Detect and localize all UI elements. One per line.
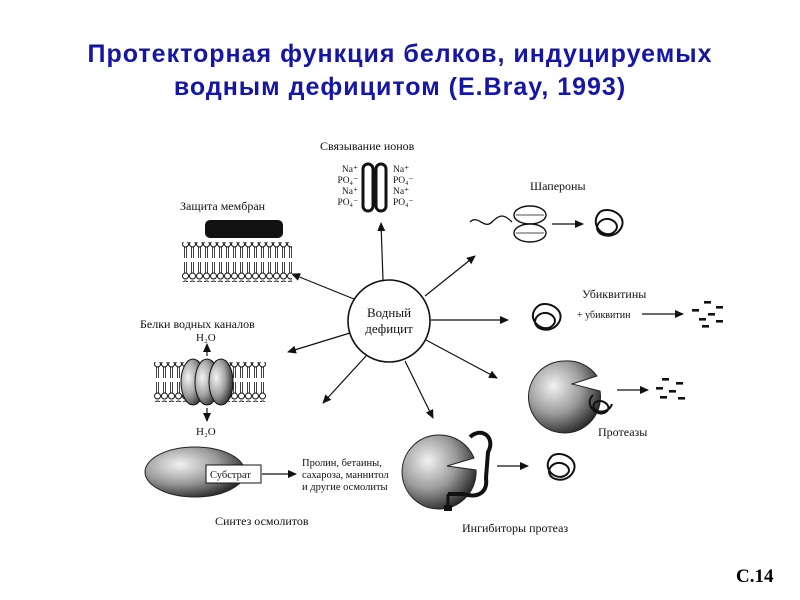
protease-fragments-icon — [656, 378, 685, 400]
protease-inhibitors-module: Ингибиторы протеаз — [401, 430, 576, 535]
ion-left-1: Na⁺ — [342, 165, 358, 175]
arrow-to-membrane-protection — [291, 273, 355, 300]
chaperones-label: Шапероны — [530, 179, 586, 193]
osmolyte-synthesis-label: Синтез осмолитов — [215, 514, 309, 528]
substrate-label: Субстрат — [210, 470, 251, 481]
arrow-to-protease-inhibitors — [404, 360, 434, 419]
water-channels-label: Белки водных каналов — [140, 317, 255, 331]
protease-enzyme-icon — [528, 360, 601, 434]
chaperones-module: Шапероны — [469, 179, 624, 243]
protective-protein-icon — [205, 220, 283, 238]
ubiquitins-module: Убиквитины + убиквитин — [531, 287, 723, 331]
protease-inhibitors-label: Ингибиторы протеаз — [462, 521, 568, 535]
water-deficit-node: Водный дефицит — [347, 279, 431, 363]
unfolded-chain-icon — [469, 215, 513, 225]
lipid-bilayer-icon — [182, 242, 292, 282]
membrane-protection-module: Защита мембран — [180, 199, 292, 282]
osmolytes-line1: Пролин, бетаины, — [302, 458, 382, 469]
title-line-1: Протекторная функция белков, индуцируемы… — [87, 40, 713, 68]
radial-arrows — [287, 222, 509, 419]
proteases-label: Протеазы — [598, 425, 647, 439]
h2o-bottom-label: H₂O — [196, 426, 216, 438]
membrane-protection-label: Защита мембран — [180, 199, 266, 213]
arrow-to-proteases — [425, 339, 498, 379]
arrow-to-water-channels — [287, 332, 351, 354]
ion-binding-label: Связывание ионов — [320, 139, 415, 153]
ion-right-1: Na⁺ — [393, 165, 409, 175]
ion-right-2: PO₄⁻ — [393, 176, 413, 186]
substrate-box — [205, 464, 262, 484]
center-label-line2: дефицит — [365, 321, 413, 336]
center-label-line1: Водный — [367, 305, 411, 320]
folded-protein-icon — [594, 208, 624, 237]
slide-title: Протекторная функция белков, индуцируемы… — [0, 38, 800, 104]
ion-right-3: Na⁺ — [393, 187, 409, 197]
page-number: С.14 — [736, 566, 774, 587]
osmolytes-line2: сахароза, маннитол — [302, 470, 389, 481]
osmolytes-line3: и другие осмолиты — [302, 482, 388, 493]
arrow-to-ion-binding — [377, 222, 386, 281]
ion-left-3: Na⁺ — [342, 187, 358, 197]
arrow-to-osmolyte-synthesis — [322, 355, 367, 404]
inhibitor-clamp-icon — [448, 430, 493, 498]
substrate-protein-icon — [588, 394, 613, 415]
damaged-protein-icon — [531, 302, 562, 331]
plus-ubiquitin-label: + убиквитин — [577, 310, 631, 321]
water-channels-module: Белки водных каналов H₂O H₂O — [140, 317, 266, 438]
protected-protein-icon — [546, 452, 576, 481]
peptide-fragments-icon — [692, 301, 723, 328]
h2o-top-label: H₂O — [196, 332, 216, 344]
ion-left-2: PO₄⁻ — [338, 176, 358, 186]
title-line-2: водным дефицитом (E.Bray, 1993) — [173, 73, 627, 101]
ion-right-4: PO₄⁻ — [393, 198, 413, 208]
ion-left-4: PO₄⁻ — [338, 198, 358, 208]
proteases-module: Протеазы — [528, 360, 685, 439]
ubiquitins-label: Убиквитины — [582, 287, 646, 301]
arrow-to-chaperones — [424, 255, 476, 297]
aquaporin-right-icon — [208, 358, 234, 406]
inhibited-protease-icon — [401, 434, 477, 510]
ion-binding-module: Связывание ионов Na⁺ PO₄⁻ Na⁺ PO₄⁻ Na⁺ P… — [320, 139, 415, 213]
osmolyte-synthesis-module: Субстрат Пролин, бетаины, сахароза, манн… — [144, 446, 389, 528]
